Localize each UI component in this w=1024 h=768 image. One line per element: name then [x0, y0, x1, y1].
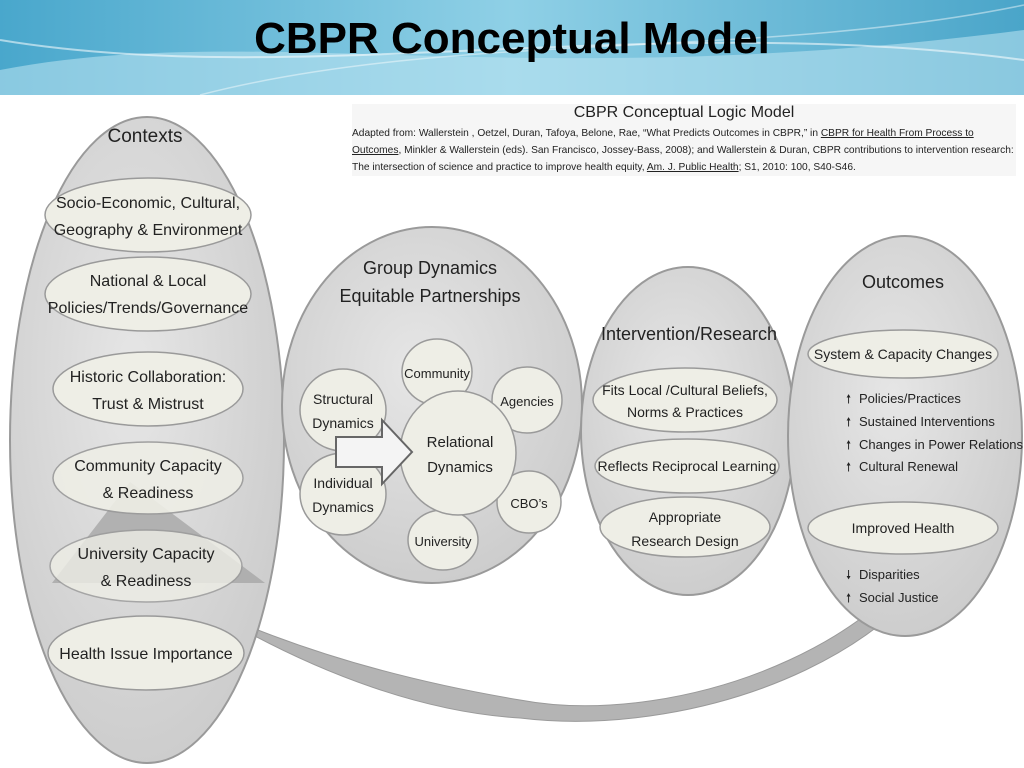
relational-dynamics-circle: Relational Dynamics — [399, 390, 517, 516]
up-arrow-icon: 🠕 — [846, 591, 851, 605]
svg-text:Socio-Economic, Cultural,: Socio-Economic, Cultural, — [56, 195, 240, 212]
up-arrow-icon: 🠕 — [846, 415, 851, 429]
svg-text:Social Justice: Social Justice — [859, 590, 938, 605]
up-arrow-icon: 🠕 — [846, 460, 851, 474]
group-dynamics-subtitle: Equitable Partnerships — [339, 286, 520, 306]
svg-text:Dynamics: Dynamics — [312, 499, 373, 515]
svg-text:Community Capacity: Community Capacity — [74, 458, 222, 475]
header-wave-background — [0, 0, 1024, 95]
svg-text:Dynamics: Dynamics — [312, 415, 373, 431]
system-capacity-oval: System & Capacity Changes — [807, 329, 999, 379]
svg-text:Policies/Trends/Governance: Policies/Trends/Governance — [48, 300, 248, 317]
structural-dynamics-circle: Structural Dynamics — [299, 368, 387, 452]
university-circle: University — [407, 509, 479, 571]
svg-text:Historic Collaboration:: Historic Collaboration: — [70, 369, 227, 386]
health-outcome-list: 🠗 Disparities 🠕 Social Justice — [846, 567, 938, 605]
svg-text:National & Local: National & Local — [90, 273, 207, 290]
context-item: Community Capacity & Readiness — [52, 441, 244, 515]
intervention-title: Intervention/Research — [601, 324, 777, 344]
intervention-item: Reflects Reciprocal Learning — [594, 438, 780, 494]
citation-box: CBPR Conceptual Logic Model Adapted from… — [352, 104, 1016, 176]
svg-text:Appropriate: Appropriate — [649, 509, 722, 525]
intervention-item: Fits Local /Cultural Beliefs, Norms & Pr… — [592, 367, 778, 433]
context-item: Historic Collaboration: Trust & Mistrust — [52, 351, 244, 427]
svg-text:Research Design: Research Design — [631, 533, 738, 549]
intervention-item: Appropriate Research Design — [599, 496, 771, 558]
book-title-link: CBPR for Health From Process to Outcomes — [352, 128, 974, 156]
svg-text:Health Issue Importance: Health Issue Importance — [59, 646, 233, 663]
svg-text:Individual: Individual — [313, 475, 372, 491]
system-change-list: 🠕 Policies/Practices 🠕 Sustained Interve… — [846, 391, 1024, 474]
svg-text:Geography & Environment: Geography & Environment — [54, 222, 243, 239]
svg-text:System & Capacity Changes: System & Capacity Changes — [814, 346, 992, 362]
svg-text:Sustained Interventions: Sustained Interventions — [859, 414, 995, 429]
down-arrow-icon: 🠗 — [846, 568, 851, 582]
slide-header: CBPR Conceptual Model — [0, 0, 1024, 95]
svg-text:Relational: Relational — [427, 434, 494, 451]
context-item: National & Local Policies/Trends/Governa… — [44, 256, 252, 332]
svg-text:Dynamics: Dynamics — [427, 459, 493, 476]
svg-text:Reflects Reciprocal Learning: Reflects Reciprocal Learning — [598, 458, 777, 474]
outcomes-title: Outcomes — [862, 272, 944, 292]
context-item: Socio-Economic, Cultural, Geography & En… — [44, 177, 252, 253]
dynamics-arrow — [335, 417, 414, 487]
community-circle: Community — [401, 338, 473, 406]
up-arrow-icon: 🠕 — [846, 438, 851, 452]
svg-text:CBO’s: CBO’s — [510, 496, 548, 511]
improved-health-oval: Improved Health — [807, 501, 999, 555]
citation-title: CBPR Conceptual Logic Model — [573, 104, 795, 121]
individual-dynamics-circle: Individual Dynamics — [299, 452, 387, 536]
svg-text:Improved Health: Improved Health — [852, 520, 955, 536]
context-item: Health Issue Importance — [47, 615, 245, 691]
svg-text:& Readiness: & Readiness — [103, 485, 194, 502]
svg-text:Agencies: Agencies — [500, 394, 554, 409]
cbos-circle: CBO’s — [496, 470, 562, 534]
svg-text:Disparities: Disparities — [859, 567, 920, 582]
svg-text:University: University — [414, 534, 472, 549]
svg-text:Trust & Mistrust: Trust & Mistrust — [92, 396, 204, 413]
svg-text:Norms & Practices: Norms & Practices — [627, 404, 743, 420]
svg-text:University Capacity: University Capacity — [78, 546, 215, 563]
group-dynamics-title: Group Dynamics — [363, 258, 497, 278]
svg-text:Structural: Structural — [313, 391, 373, 407]
svg-text:Cultural Renewal: Cultural Renewal — [859, 459, 958, 474]
up-arrow-icon: 🠕 — [846, 392, 851, 406]
svg-text:Fits Local /Cultural Beliefs,: Fits Local /Cultural Beliefs, — [602, 382, 768, 398]
svg-text:Policies/Practices: Policies/Practices — [859, 391, 961, 406]
slide-title: CBPR Conceptual Model — [254, 14, 770, 63]
context-item: University Capacity & Readiness — [49, 529, 243, 603]
svg-text:& Readiness: & Readiness — [101, 573, 192, 590]
contexts-title: Contexts — [108, 126, 183, 147]
journal-title-link: Am. J. Public Health — [646, 162, 739, 173]
citation-text: Adapted from: Wallerstein , Oetzel, Dura… — [352, 128, 1014, 173]
svg-text:Changes in Power Relations: Changes in Power Relations — [859, 437, 1024, 452]
agencies-circle: Agencies — [491, 366, 563, 434]
svg-text:Community: Community — [404, 366, 470, 381]
